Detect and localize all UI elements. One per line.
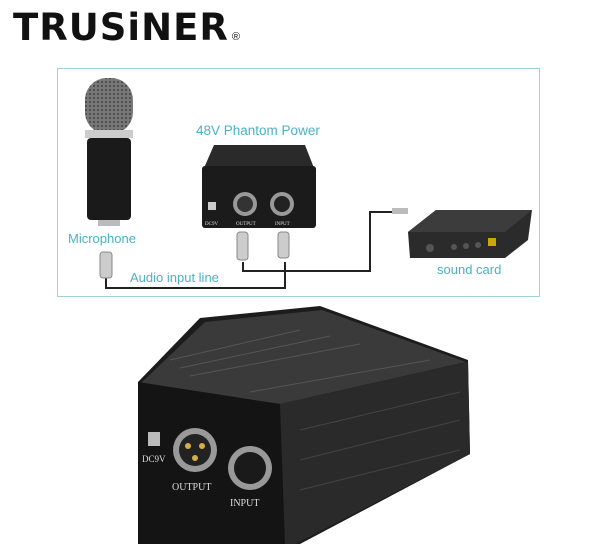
microphone-image xyxy=(85,78,133,279)
microphone-label: Microphone xyxy=(68,231,136,246)
dc-port-label: DC9V xyxy=(205,222,218,227)
brand-logo: TRUSiNER xyxy=(13,6,229,49)
sound-card-image xyxy=(392,208,532,258)
output-port-label: OUTPUT xyxy=(236,222,256,227)
sound-card-label: sound card xyxy=(437,262,502,277)
phantom-power-title: 48V Phantom Power xyxy=(196,123,320,138)
audio-line-label: Audio input line xyxy=(130,270,219,285)
registered-mark: ® xyxy=(231,31,240,43)
product-output-label: OUTPUT xyxy=(172,482,211,493)
product-dc-label: DC9V xyxy=(142,454,166,464)
phantom-power-diagram-image: DC9V OUTPUT INPUT xyxy=(202,145,316,261)
brand: TRUSiNER ® xyxy=(13,6,240,50)
audio-cables xyxy=(105,211,392,289)
connection-diagram-frame xyxy=(57,68,540,297)
product-input-label: INPUT xyxy=(230,498,259,509)
phantom-power-product-image: DC9V OUTPUT INPUT xyxy=(138,306,470,544)
input-port-label: INPUT xyxy=(275,222,290,227)
